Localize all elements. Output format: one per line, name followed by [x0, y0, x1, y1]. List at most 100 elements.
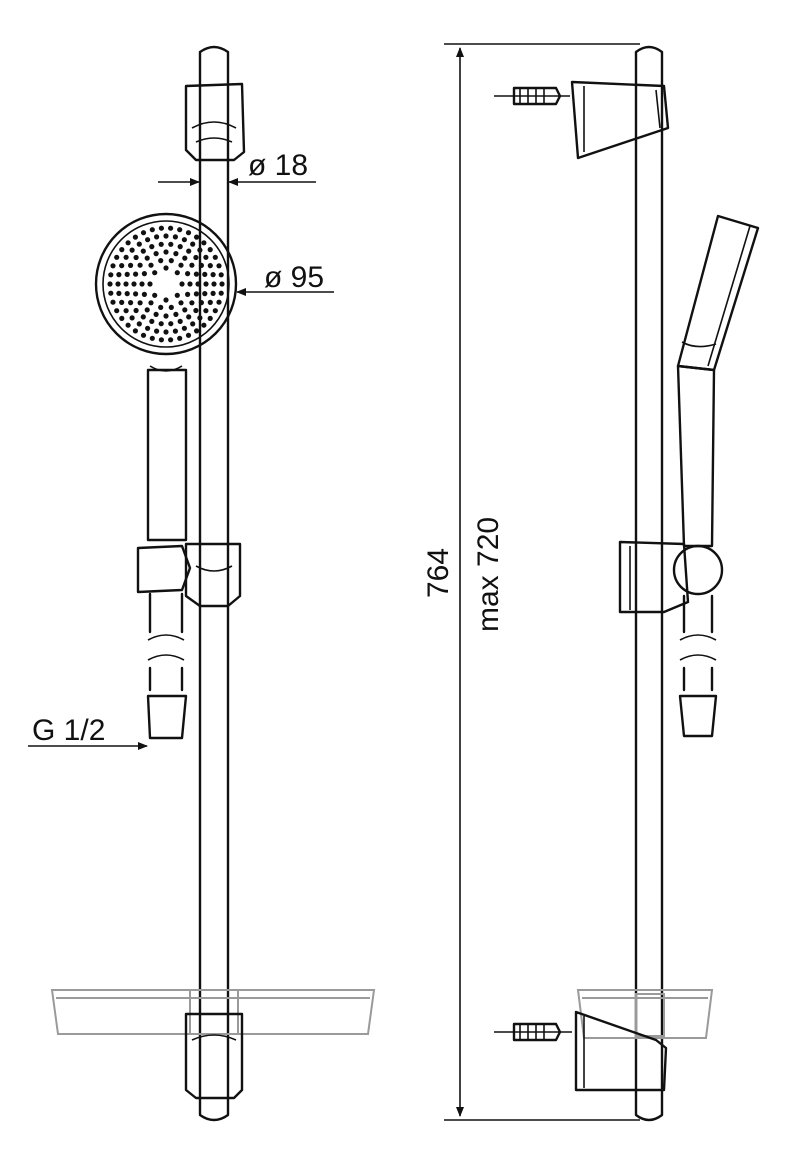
- spray-nozzle: [131, 281, 137, 287]
- spray-nozzle: [158, 225, 164, 231]
- spray-nozzle: [123, 281, 129, 287]
- bottom-wall-bracket-side: [574, 1010, 668, 1092]
- spray-nozzle: [119, 247, 125, 253]
- spray-nozzle: [177, 244, 183, 250]
- spray-nozzle: [168, 337, 174, 343]
- spray-nozzle: [182, 255, 188, 261]
- slide-rail-front: [198, 45, 230, 1122]
- hose-connector-front: [146, 666, 188, 740]
- spray-nozzle: [201, 322, 207, 328]
- hand-shower-front: [94, 212, 238, 542]
- spray-nozzle: [181, 237, 187, 243]
- spray-nozzle: [193, 307, 199, 314]
- hose-connector-side: [678, 666, 718, 738]
- spray-nozzle: [179, 281, 185, 287]
- spray-nozzle: [158, 337, 164, 343]
- spray-nozzle: [178, 262, 184, 268]
- spray-nozzle: [123, 308, 129, 314]
- spray-nozzle: [136, 241, 142, 247]
- spray-nozzle: [163, 265, 169, 271]
- hose-thread-label: G 1/2: [32, 714, 105, 747]
- shelf-front: [50, 989, 376, 1035]
- spray-nozzle: [174, 270, 180, 276]
- spray-nozzle: [177, 318, 183, 324]
- spray-nozzle: [173, 251, 179, 257]
- spray-nozzle: [197, 315, 203, 321]
- spray-nozzle: [128, 300, 134, 306]
- spray-nozzle: [153, 311, 159, 317]
- spray-nozzle: [218, 290, 224, 296]
- spray-nozzle: [149, 227, 155, 233]
- spray-nozzle: [172, 234, 178, 240]
- spray-nozzle: [140, 248, 146, 254]
- spray-nozzle: [194, 234, 200, 240]
- spray-nozzle: [158, 321, 164, 327]
- spray-nozzle: [152, 292, 158, 298]
- spray-nozzle: [189, 262, 195, 268]
- spray-nozzle: [114, 254, 120, 260]
- spray-nozzle: [177, 335, 183, 341]
- spray-nozzle: [203, 281, 209, 287]
- slide-rail-side: [634, 45, 664, 1122]
- spray-nozzle: [168, 258, 174, 264]
- spray-nozzle: [190, 241, 196, 247]
- spray-nozzle: [193, 271, 199, 277]
- max-fixing-label: max 720: [472, 517, 505, 632]
- spray-nozzle: [186, 314, 192, 320]
- spray-nozzle: [149, 244, 155, 250]
- spray-nozzle: [189, 300, 195, 306]
- spray-nozzle: [132, 328, 138, 334]
- spray-nozzle: [193, 254, 199, 261]
- spray-nozzle: [148, 300, 154, 306]
- spray-nozzle: [168, 321, 174, 327]
- spray-nozzle: [132, 234, 138, 240]
- spray-nozzle: [124, 291, 130, 297]
- rail-diameter-label: ø 18: [248, 149, 308, 182]
- spray-nozzle: [195, 281, 201, 287]
- spray-nozzle: [207, 315, 213, 321]
- spray-nozzle: [178, 300, 184, 306]
- spray-nozzle: [207, 263, 213, 269]
- spray-nozzle: [152, 270, 158, 276]
- spray-nozzle: [210, 290, 216, 296]
- head-diameter-label: ø 95: [264, 261, 324, 294]
- spray-nozzle: [145, 325, 151, 331]
- spray-nozzle: [216, 299, 222, 305]
- spray-nozzle: [137, 262, 143, 268]
- spray-nozzle: [219, 281, 225, 287]
- spray-nozzle: [211, 281, 217, 287]
- spray-nozzle: [158, 258, 164, 264]
- spray-nozzle: [129, 315, 135, 321]
- spray-nozzle: [124, 271, 130, 277]
- spray-nozzle: [168, 225, 174, 231]
- spray-nozzle: [128, 262, 134, 268]
- spray-nozzle: [144, 307, 150, 313]
- spray-nozzle: [107, 281, 113, 287]
- spray-nozzle: [163, 313, 169, 319]
- spray-nozzle: [154, 328, 160, 334]
- spray-nozzle: [141, 291, 147, 297]
- spray-nozzle: [116, 290, 122, 296]
- spray-nozzle: [133, 271, 139, 277]
- shelf-side: [576, 989, 714, 1039]
- spray-nozzle: [193, 291, 199, 297]
- spray-nozzle: [207, 247, 213, 253]
- total-height-dimension: 764 max 720: [422, 43, 640, 1121]
- spray-nozzle: [212, 254, 218, 260]
- spray-nozzle: [144, 255, 150, 261]
- top-wall-screw: [494, 86, 570, 106]
- spray-nozzle: [125, 322, 131, 328]
- spray-nozzle: [218, 272, 224, 278]
- spray-nozzle: [139, 281, 145, 287]
- total-height-label: 764: [422, 548, 455, 598]
- spray-nozzle: [133, 254, 139, 261]
- spray-nozzle: [185, 291, 191, 297]
- spray-nozzle: [194, 328, 200, 334]
- spray-nozzle: [119, 299, 125, 305]
- spray-nozzle: [163, 233, 169, 239]
- spray-nozzle: [133, 307, 139, 314]
- spray-nozzle: [210, 272, 216, 278]
- spray-nozzle: [207, 299, 213, 305]
- spray-nozzle: [114, 308, 120, 314]
